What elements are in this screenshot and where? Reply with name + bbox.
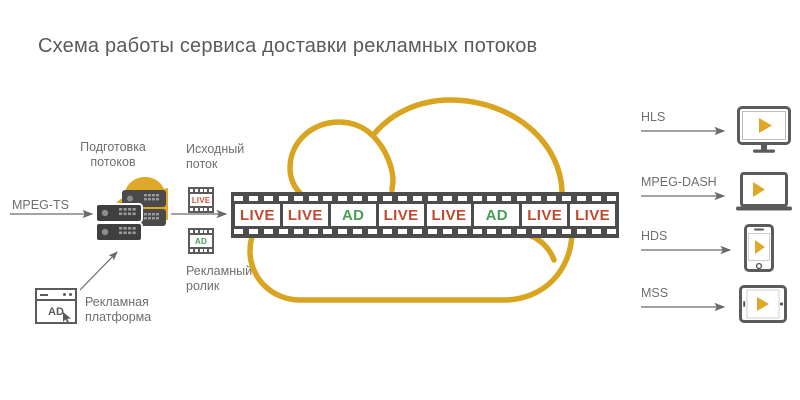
sprocket-hole	[323, 229, 333, 234]
sprocket-hole	[383, 229, 393, 234]
laptop-icon	[736, 172, 792, 211]
sprocket-hole	[547, 229, 557, 234]
browser-bar-dash	[40, 293, 48, 296]
sprocket-hole	[442, 196, 452, 201]
sprocket-hole	[606, 196, 616, 201]
sprocket-hole	[263, 229, 273, 234]
browser-title-bar	[37, 290, 75, 301]
sprocket-hole	[576, 196, 586, 201]
mini-sprockets-top	[190, 230, 212, 233]
sprocket-hole	[353, 196, 363, 201]
sprocket-hole	[457, 229, 467, 234]
tablet-icon	[739, 285, 787, 323]
sprocket-hole	[383, 196, 393, 201]
film-frame: AD	[330, 204, 376, 226]
film-frame: LIVE	[282, 204, 328, 226]
sprocket-hole	[487, 229, 497, 234]
ad-clip-label: Рекламный ролик	[186, 264, 253, 293]
sprocket-hole	[442, 229, 452, 234]
sprocket-hole	[248, 229, 258, 234]
film-frame: LIVE	[235, 204, 280, 226]
sprocket-hole	[308, 196, 318, 201]
browser-bar-dot-2	[69, 293, 72, 296]
source-ad-clip-text: AD	[190, 235, 212, 247]
sprocket-hole	[308, 229, 318, 234]
page-title: Схема работы сервиса доставки рекламных …	[38, 35, 538, 57]
sprocket-hole	[278, 229, 288, 234]
sprocket-hole	[234, 229, 243, 234]
sprocket-hole	[576, 229, 586, 234]
mini-sprockets-bottom	[190, 249, 212, 252]
sprocket-hole	[517, 229, 527, 234]
film-frame: LIVE	[570, 204, 615, 226]
sprocket-hole	[293, 229, 303, 234]
source-ad-clip-icon: AD	[188, 228, 214, 254]
output-protocol-hds: HDS	[641, 229, 668, 243]
sprocket-hole	[517, 196, 527, 201]
arrow-ad-platform	[79, 251, 118, 291]
sprocket-hole	[323, 196, 333, 201]
tv-icon	[737, 106, 791, 153]
sprocket-hole	[502, 196, 512, 201]
sprocket-hole	[278, 196, 288, 201]
sprocket-hole	[412, 196, 422, 201]
sprocket-hole	[591, 196, 601, 201]
film-sprockets-bottom	[234, 229, 616, 234]
sprocket-hole	[427, 196, 437, 201]
mpegts-label: MPEG-TS	[12, 198, 69, 212]
sprocket-hole	[591, 229, 601, 234]
source-live-clip-icon: LIVE	[188, 187, 214, 213]
sprocket-hole	[561, 229, 571, 234]
mini-sprockets-top	[190, 189, 212, 192]
server-stack-icon	[95, 177, 168, 242]
preparation-label: Подготовка потоков	[80, 140, 146, 169]
sprocket-hole	[338, 196, 348, 201]
sprocket-hole	[263, 196, 273, 201]
film-sprockets-top	[234, 196, 616, 201]
sprocket-hole	[487, 196, 497, 201]
output-protocol-mpeg-dash: MPEG-DASH	[641, 175, 717, 189]
browser-bar-dot-1	[63, 293, 66, 296]
mini-sprockets-bottom	[190, 208, 212, 211]
sprocket-hole	[561, 196, 571, 201]
cursor-arrow-icon	[63, 312, 71, 323]
sprocket-hole	[234, 196, 243, 201]
film-frame: AD	[474, 204, 520, 226]
sprocket-hole	[457, 196, 467, 201]
sprocket-hole	[248, 196, 258, 201]
sprocket-hole	[368, 196, 378, 201]
sprocket-hole	[532, 196, 542, 201]
source-live-clip-text: LIVE	[190, 194, 212, 206]
ad-platform-label: Рекламная платформа	[85, 295, 152, 324]
output-protocol-mss: MSS	[641, 286, 669, 300]
sprocket-hole	[606, 229, 616, 234]
ad-platform-browser-icon: AD	[35, 288, 77, 324]
smartphone-icon	[744, 224, 774, 272]
film-frame: LIVE	[426, 204, 472, 226]
sprocket-hole	[502, 229, 512, 234]
output-protocol-hls: HLS	[641, 110, 666, 124]
sprocket-hole	[338, 229, 348, 234]
source-stream-label: Исходный поток	[186, 142, 245, 171]
sprocket-hole	[368, 229, 378, 234]
sprocket-hole	[547, 196, 557, 201]
sprocket-hole	[412, 229, 422, 234]
sprocket-hole	[353, 229, 363, 234]
sprocket-hole	[472, 196, 482, 201]
film-frame: LIVE	[522, 204, 568, 226]
sprocket-hole	[397, 196, 407, 201]
sprocket-hole	[472, 229, 482, 234]
film-frame: LIVE	[378, 204, 424, 226]
sprocket-hole	[397, 229, 407, 234]
sprocket-hole	[427, 229, 437, 234]
sprocket-hole	[293, 196, 303, 201]
ad-platform-icon-text: AD	[48, 305, 64, 318]
sprocket-hole	[532, 229, 542, 234]
